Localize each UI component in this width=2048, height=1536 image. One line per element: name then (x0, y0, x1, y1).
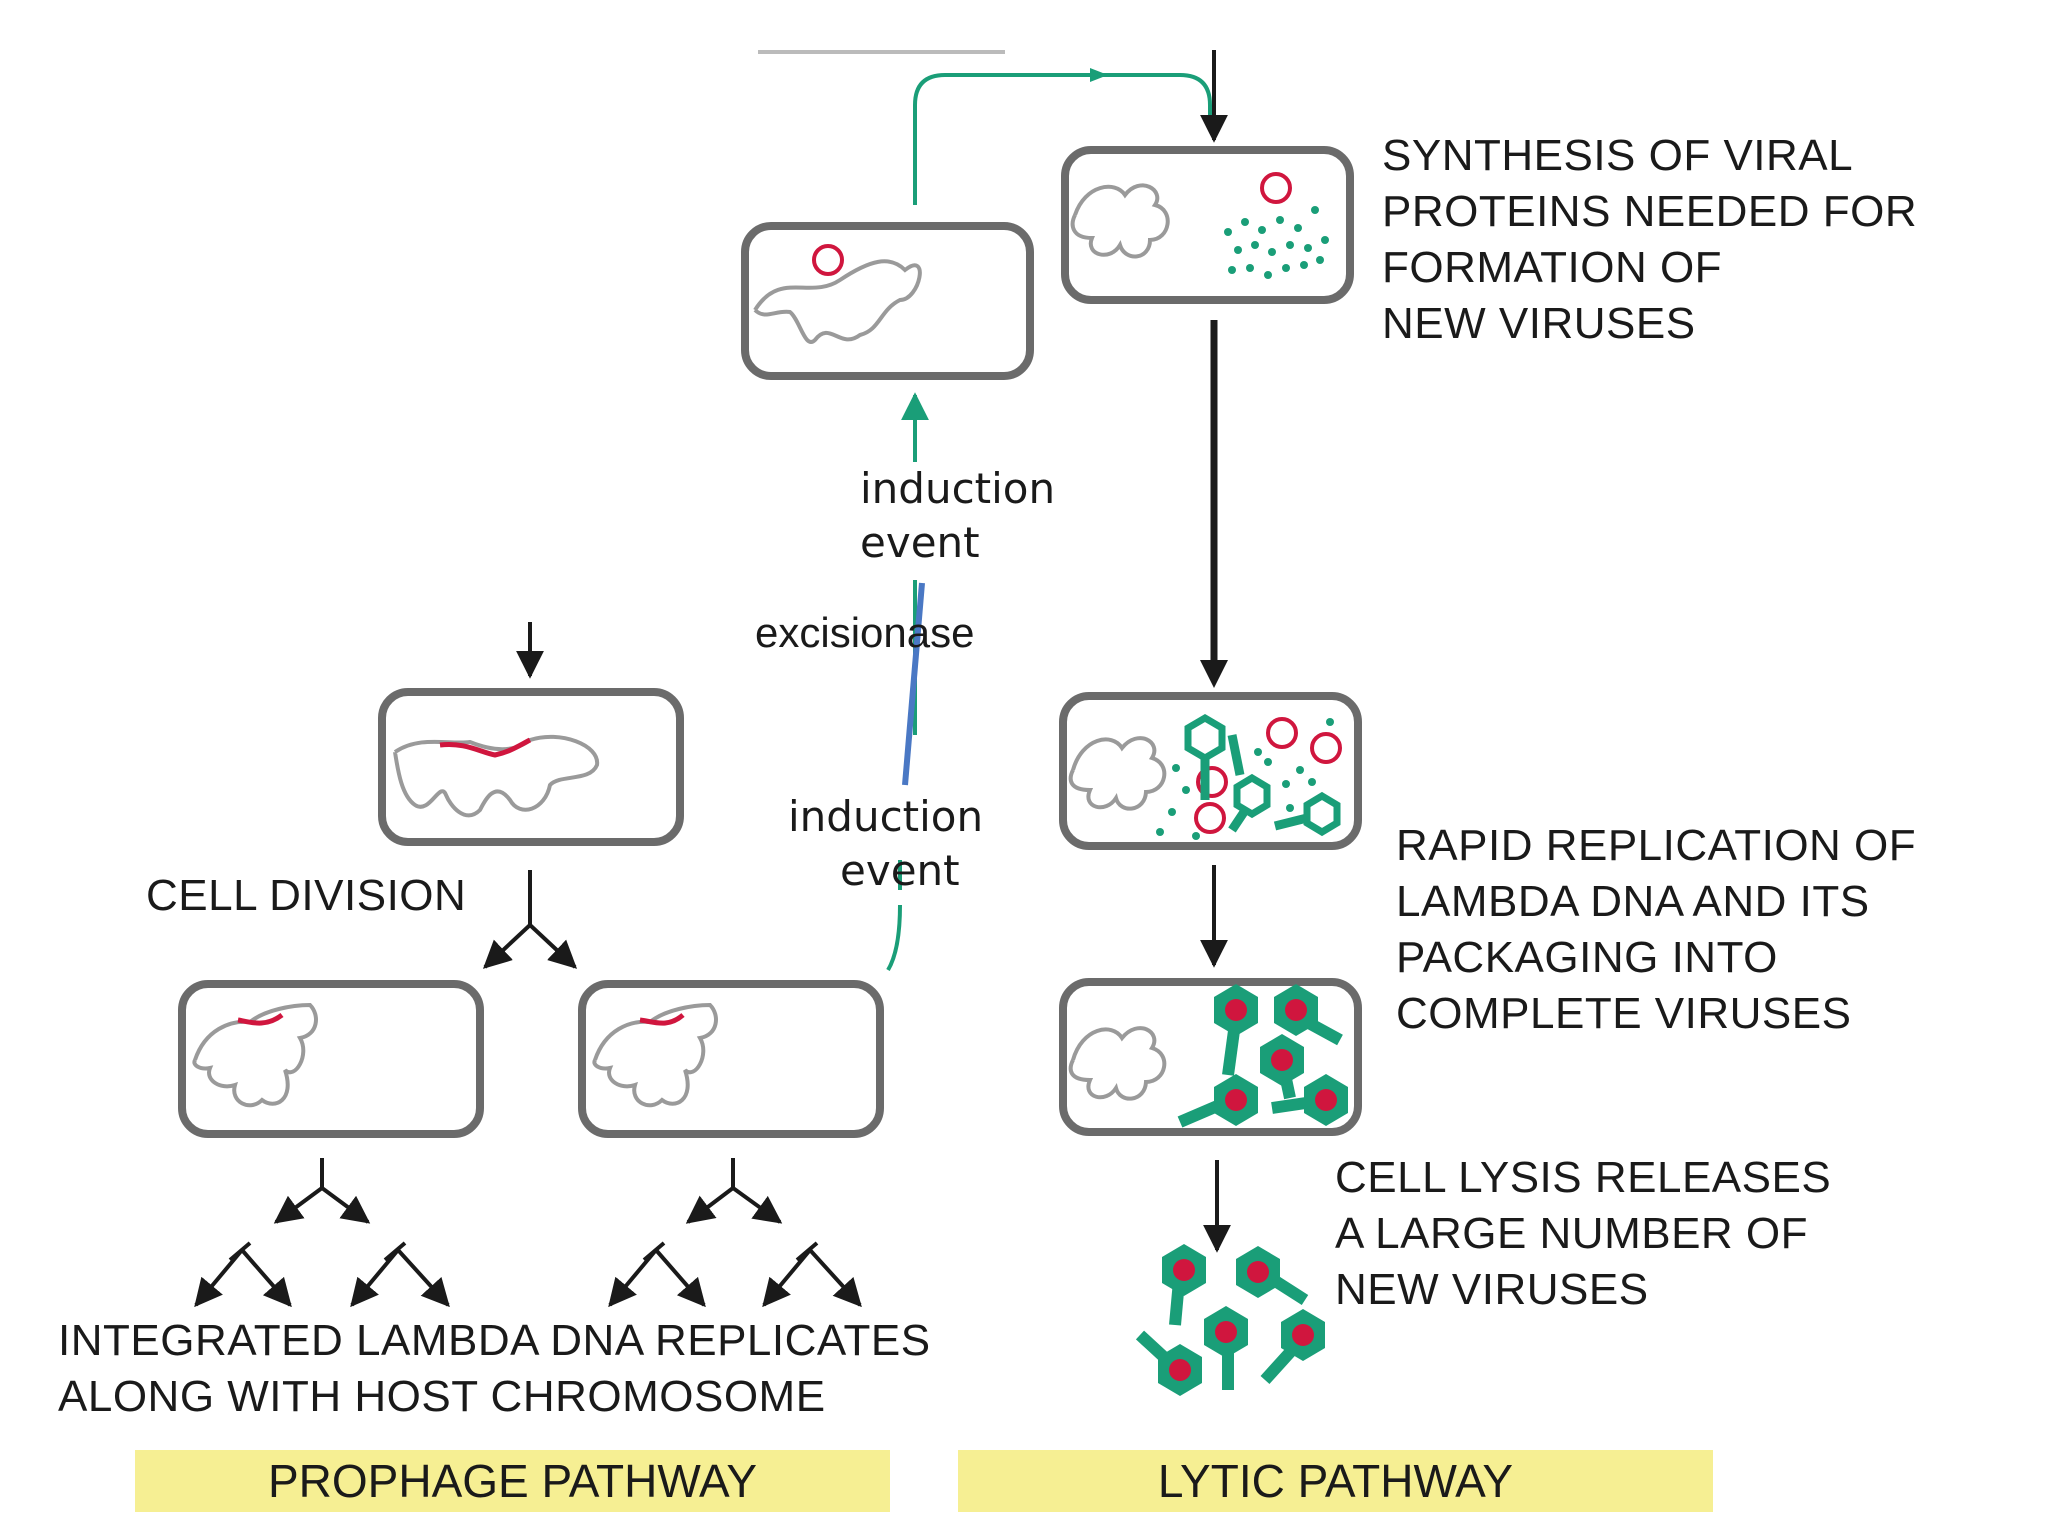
cell-induced (741, 222, 1034, 380)
label-induction-event-lower: induction event (788, 792, 984, 895)
lytic-pathway-band: LYTIC PATHWAY (958, 1450, 1713, 1512)
cell-complete-viruses (1059, 978, 1362, 1136)
host-chromosome (1068, 736, 1167, 811)
label-integrated-dna: INTEGRATED LAMBDA DNA REPLICATES ALONG W… (58, 1316, 931, 1421)
label-synthesis: SYNTHESIS OF VIRAL PROTEINS NEEDED FOR F… (1382, 131, 1918, 348)
lambda-circle (1260, 172, 1292, 204)
cell-division-fork (482, 870, 578, 969)
lambda-circle (812, 244, 844, 276)
cell-synthesis (1061, 146, 1354, 304)
label-cell-division: CELL DIVISION (146, 871, 467, 920)
prophage-pathway-band: PROPHAGE PATHWAY (135, 1450, 890, 1512)
arrowhead-replication (1200, 660, 1228, 688)
replication-tree-left (194, 1158, 450, 1308)
label-induction-event-upper: induction event (860, 464, 1056, 567)
released-viruses (1135, 1244, 1325, 1396)
induction-curve-lower (886, 904, 902, 972)
cell-daughter-right (578, 980, 884, 1138)
host-chromosome (393, 734, 600, 818)
integrated-lambda-dna (639, 1013, 685, 1026)
host-chromosome (1070, 183, 1170, 259)
label-rapid-replication: RAPID REPLICATION OF LAMBDA DNA AND ITS … (1396, 821, 1917, 1038)
host-chromosome (753, 259, 922, 344)
label-cell-lysis: CELL LYSIS RELEASES A LARGE NUMBER OF NE… (1335, 1153, 1832, 1314)
excisionase-annotation-line (902, 582, 925, 786)
host-chromosome (592, 1002, 718, 1108)
replication-tree-right (608, 1158, 862, 1308)
integrated-lambda-dna (237, 1012, 284, 1026)
green-induction-path-top (913, 73, 1212, 205)
cell-prophage (378, 688, 684, 846)
label-excisionase: excisionase (755, 609, 975, 656)
viral-protein-dots (1224, 206, 1329, 279)
host-chromosome (1068, 1026, 1167, 1101)
cell-daughter-left (178, 980, 484, 1138)
cell-replication (1059, 692, 1362, 850)
prophage-pathway-label: PROPHAGE PATHWAY (267, 1455, 758, 1507)
host-chromosome (192, 1002, 318, 1108)
lytic-pathway-label: LYTIC PATHWAY (1157, 1455, 1514, 1507)
integrated-lambda-dna (439, 737, 532, 758)
green-path-arrowhead (1090, 68, 1108, 82)
